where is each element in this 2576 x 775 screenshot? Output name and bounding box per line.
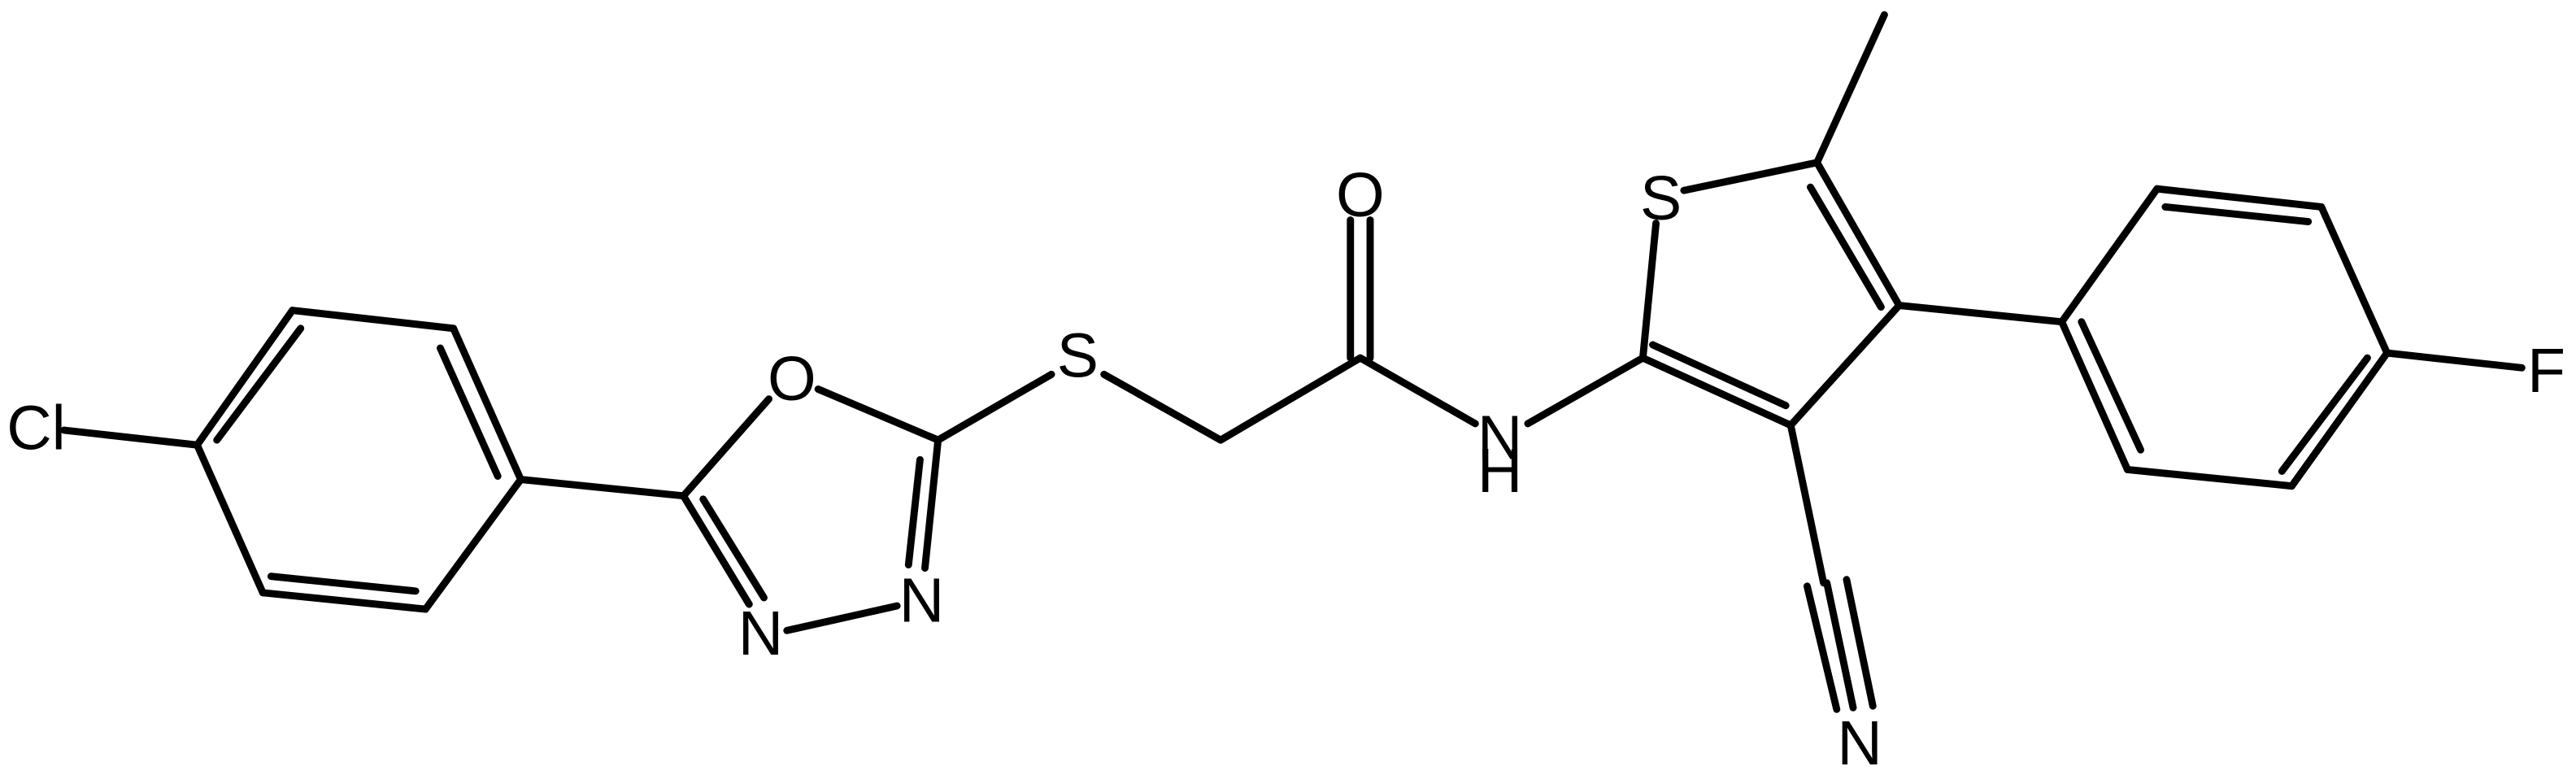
bond [1804, 582, 1841, 713]
bond [1100, 370, 1225, 444]
bond [921, 436, 942, 573]
bond [2161, 202, 2313, 226]
bond [934, 370, 1055, 444]
bond [259, 589, 429, 613]
bond [1786, 302, 1904, 429]
bond [2278, 354, 2371, 475]
bond [1813, 11, 1888, 167]
bond [437, 344, 502, 480]
bond [1895, 302, 2066, 326]
bond [213, 324, 305, 444]
oxadiazole-oxygen-label: O [768, 345, 816, 414]
amide-hydrogen-label: H [1477, 437, 1522, 506]
bond [680, 492, 753, 608]
bond [1216, 354, 1364, 444]
bonds [60, 11, 2526, 713]
amide-nitrogen-label: N [1477, 404, 1522, 473]
bond [1524, 354, 1647, 428]
bond [814, 385, 942, 444]
bond [2383, 349, 2526, 372]
bond [1823, 579, 1857, 712]
bond [2153, 185, 2326, 211]
bond [267, 573, 420, 595]
bond [2058, 318, 2131, 473]
bond [194, 441, 267, 597]
bond [2078, 318, 2145, 454]
bond [1843, 576, 1877, 710]
bond [421, 476, 524, 613]
bond [517, 476, 687, 500]
bond [289, 307, 458, 333]
thiophene-sulfur-label: S [1640, 164, 1682, 233]
thioether-sulfur-label: S [1057, 322, 1099, 391]
bond [1356, 354, 1479, 428]
bond [1813, 159, 1904, 309]
oxadiazole-nitrogen-label: N [738, 599, 783, 668]
bond [783, 602, 901, 634]
chlorine-label: Cl [7, 394, 66, 463]
fluorine-label: F [2527, 337, 2565, 406]
bond [680, 395, 772, 500]
bond [1638, 220, 1660, 362]
bond [1638, 354, 1795, 429]
bond [60, 426, 201, 449]
bond [1786, 421, 1828, 587]
bond [1649, 341, 1790, 410]
bond [2317, 202, 2391, 357]
bond [699, 495, 768, 602]
carbonyl-oxygen-label: O [1336, 161, 1385, 230]
bond [2288, 349, 2391, 490]
bond [450, 324, 524, 484]
bond [2123, 466, 2295, 490]
atom-labels: Cl O N N S O N H S N F [7, 161, 2565, 775]
bond [1807, 183, 1885, 311]
bond [194, 307, 297, 449]
bond [904, 455, 924, 569]
bond [1680, 159, 1821, 194]
nitrile-nitrogen-label: N [1837, 709, 1882, 775]
oxadiazole-nitrogen-label: N [899, 566, 944, 635]
bond [2058, 185, 2161, 326]
